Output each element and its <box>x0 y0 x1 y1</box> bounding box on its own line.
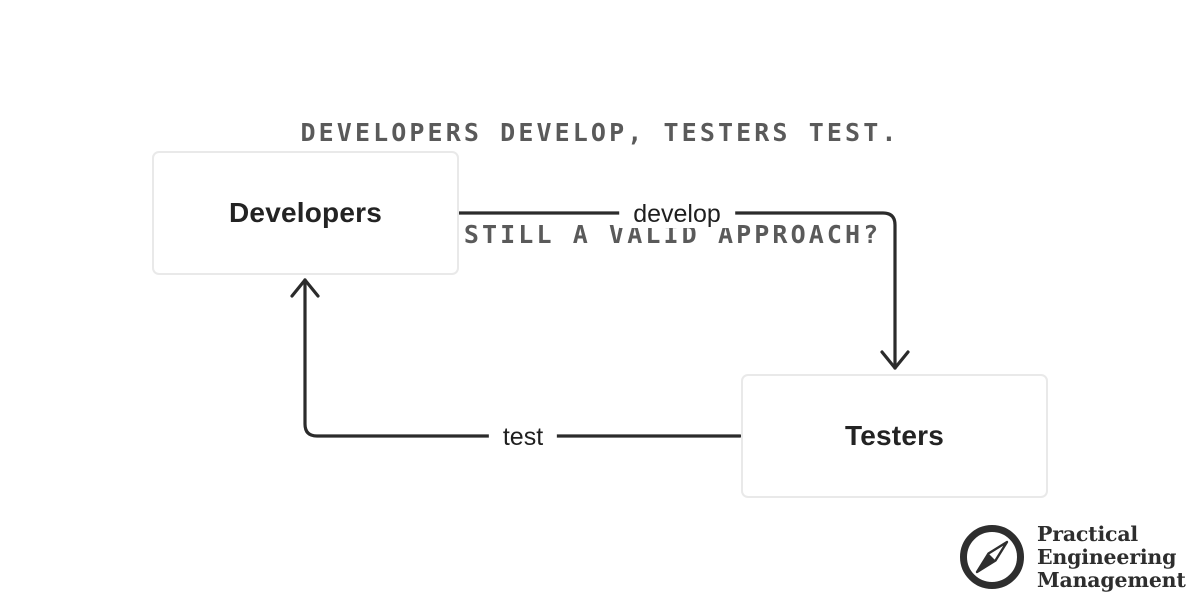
node-testers[interactable]: Testers <box>741 374 1048 498</box>
edge-label-test: test <box>488 423 558 451</box>
compass-icon <box>960 525 1024 589</box>
edge-test-arrowhead <box>290 278 320 298</box>
brand-wordmark: Practical Engineering Management <box>1037 521 1186 592</box>
edge-test-path <box>303 278 742 438</box>
edge-label-develop: develop <box>619 200 735 228</box>
brand-logo: Practical Engineering Management <box>957 518 1186 596</box>
brand-wordmark-line-2: Engineering <box>1037 544 1177 569</box>
brand-wordmark-line-3: Management <box>1037 567 1186 592</box>
edge-develop-arrowhead <box>880 350 910 370</box>
node-developers[interactable]: Developers <box>152 151 459 275</box>
page-title-line-1: DEVELOPERS DEVELOP, TESTERS TEST. <box>300 118 900 147</box>
node-developers-label: Developers <box>229 197 382 228</box>
brand-wordmark-line-1: Practical <box>1037 521 1138 546</box>
edge-develop-path <box>457 211 897 370</box>
node-testers-label: Testers <box>845 420 944 451</box>
